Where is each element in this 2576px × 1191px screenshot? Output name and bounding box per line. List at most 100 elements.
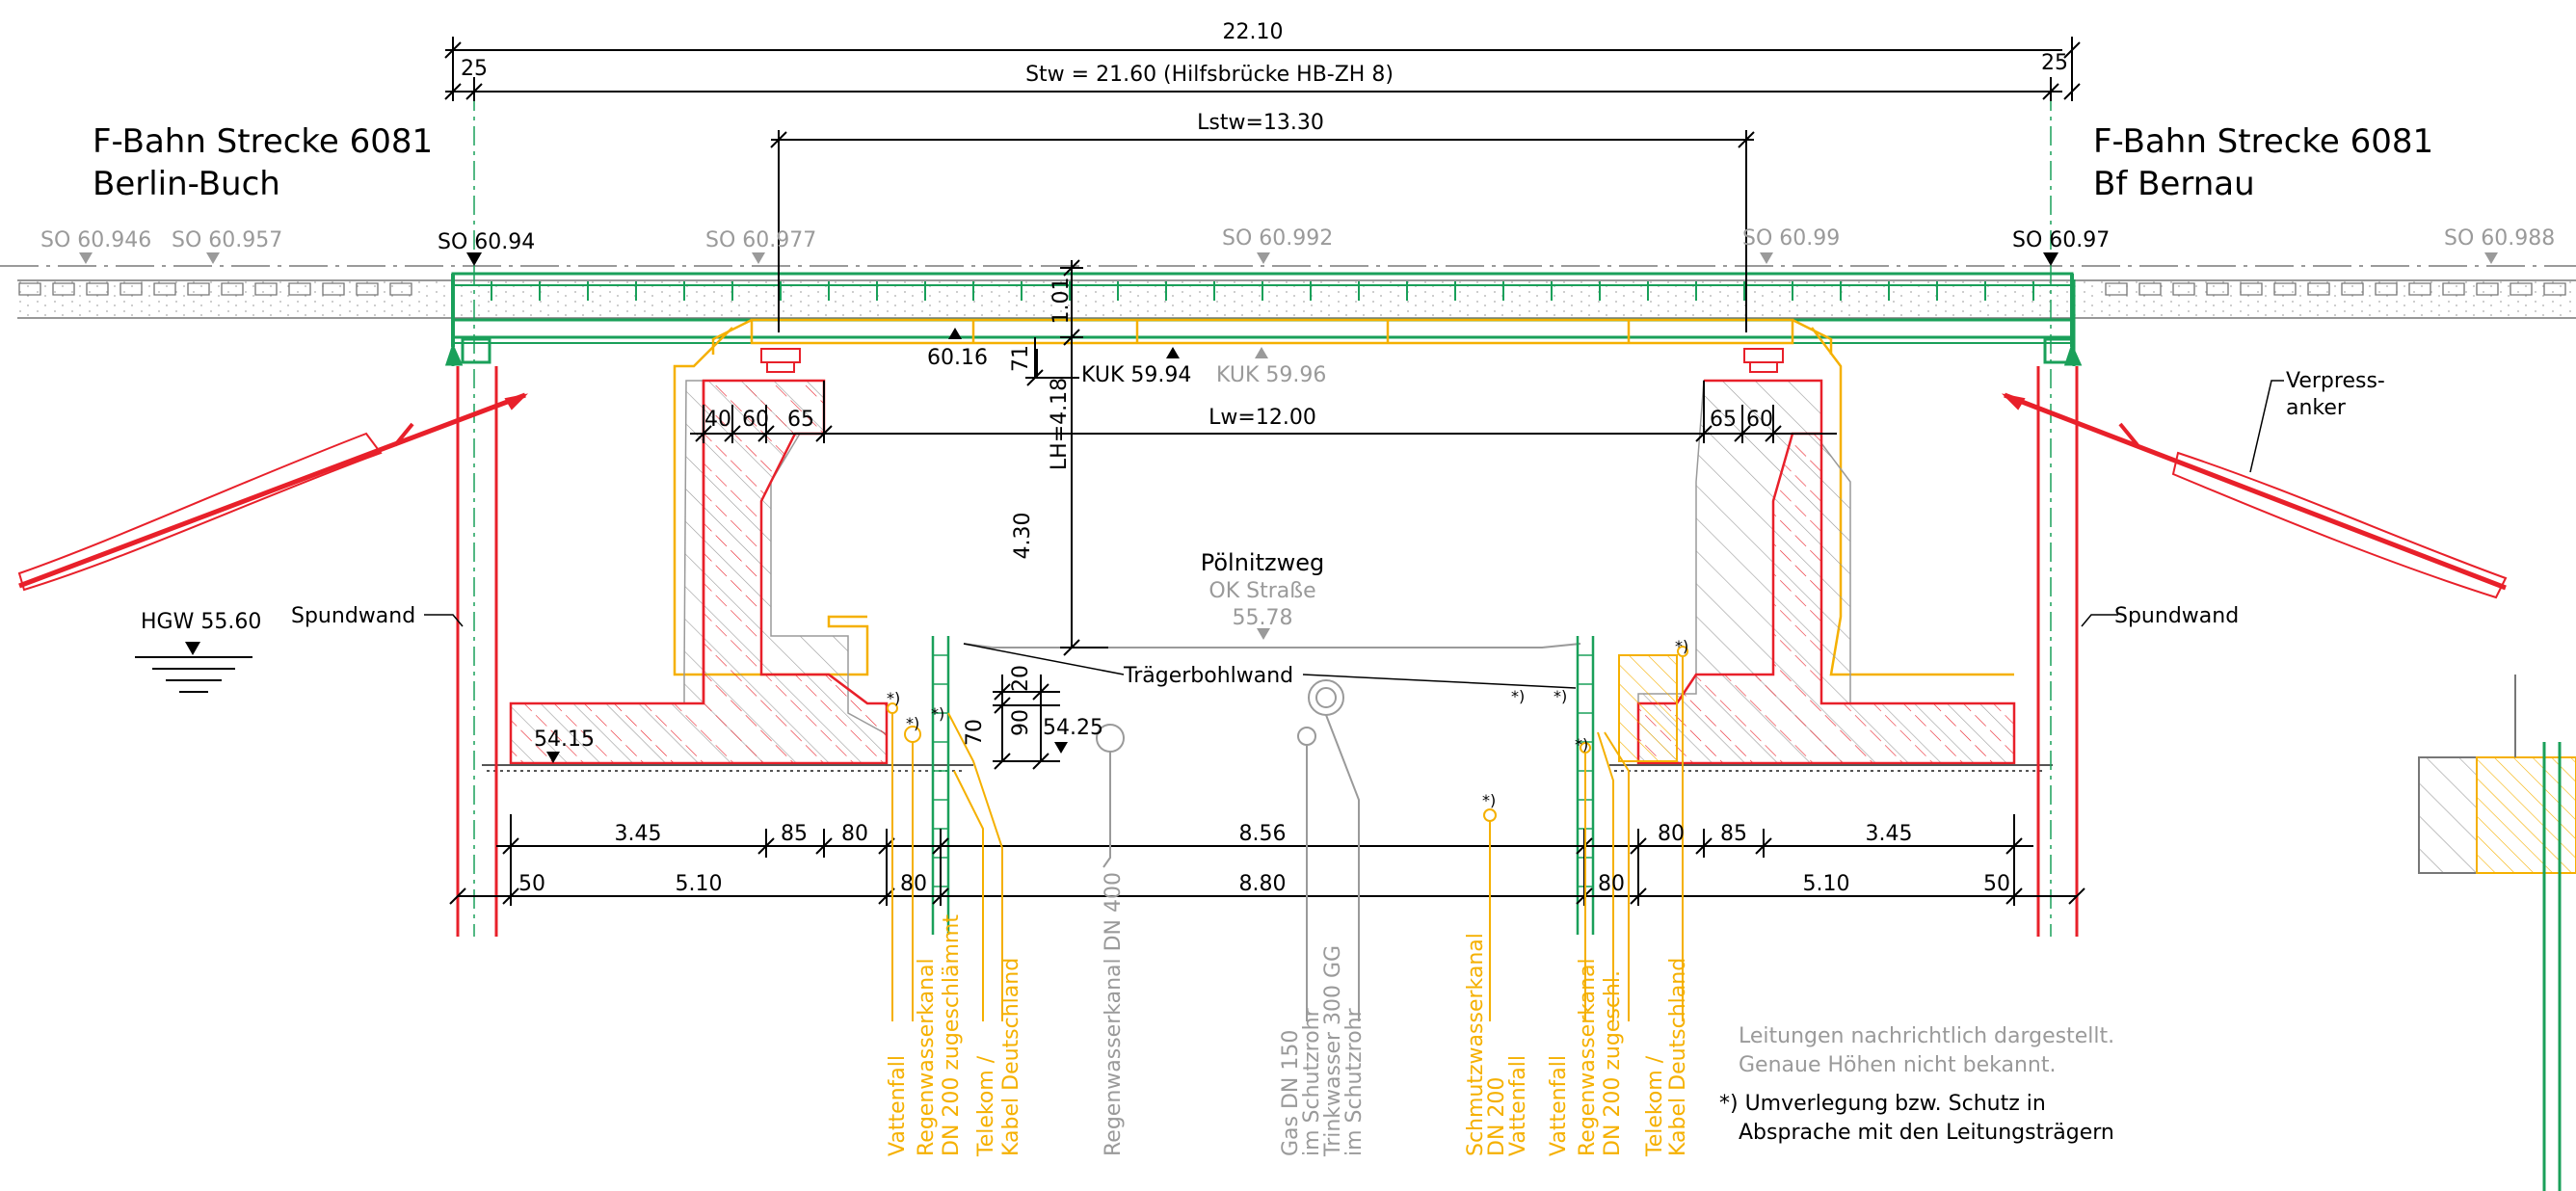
level-markers [79,252,2498,763]
dim-mid-856: 8.56 [1239,822,1287,846]
so-60946: SO 60.946 [40,228,151,252]
traegerbohlwand-label: Trägerbohlwand [1123,664,1293,688]
note-4: Absprache mit den Leitungsträgern [1739,1121,2114,1145]
util-kabel-left: Kabel Deutschland [999,958,1023,1156]
so-60992: SO 60.992 [1222,226,1333,251]
dim-70: 70 [963,719,987,746]
right-ground-anchor [2001,392,2508,599]
left-station-line: F-Bahn Strecke 6081 [93,122,433,161]
note-1: Leitungen nachrichtlich dargestellt. [1739,1024,2114,1048]
util-schutzrohr-1: im Schutzrohr [1300,1007,1324,1156]
leader-lines [424,380,2284,689]
dim-l-85: 85 [781,822,808,846]
dim-71: 71 [1009,345,1033,372]
dim-20: 20 [1009,665,1033,692]
road-name: Pölnitzweg [1201,549,1324,576]
so-6094: SO 60.94 [438,230,535,254]
utility-labels: Vattenfall Regenwasserkanal DN 200 zuges… [886,872,1690,1157]
dim-r-50: 50 [1983,872,2010,896]
dim-r-510: 5.10 [1803,872,1850,896]
so-6097: SO 60.97 [2012,228,2110,252]
dim-right-60: 60 [1746,408,1773,432]
dim-stw: Stᴡ = 21.60 (Hilfsbrücke HB-ZH 8) [1025,63,1394,87]
util-kabel-right: Kabel Deutschland [1666,958,1690,1156]
dim-overall: 22.10 [1223,20,1284,44]
dim-r-345: 3.45 [1866,822,1913,846]
left-station-name: Berlin-Buch [93,165,280,203]
star-note-8: *) [1482,791,1496,809]
bearings [760,348,1784,373]
right-edge-detail [2418,675,2576,1191]
star-note-3: *) [931,704,944,723]
dim-r-80: 80 [1658,822,1685,846]
spundwand-left-label: Spundwand [291,604,415,628]
dim-l-510: 5.10 [676,872,723,896]
dimension-texts: 22.10 25 25 Stᴡ = 21.60 (Hilfsbrücke HB-… [461,20,2068,896]
wall-axes [473,92,2052,937]
level-5415: 54.15 [534,728,595,752]
dim-left-65: 65 [787,408,814,432]
dim-right-25: 25 [2041,51,2068,75]
util-regenwasser-right: Regenwasserkanal [1576,958,1600,1156]
so-6099: SO 60.99 [1742,226,1840,251]
dim-lh: LH=4.18 [1048,378,1072,470]
note-3: *) Umverlegung bzw. Schutz in [1719,1092,2046,1116]
dim-90: 90 [1009,709,1033,736]
right-abutment [1618,379,2016,765]
right-station-line: F-Bahn Strecke 6081 [2093,122,2433,161]
star-note-4: *) [1511,687,1525,705]
lw-dimension [690,381,1837,443]
bridge-deck-orange [673,318,2014,676]
dim-left-25: 25 [461,57,488,81]
dim-right-65: 65 [1710,408,1737,432]
level-6016: 60.16 [927,346,988,370]
spundwand-right-label: Spundwand [2114,604,2239,628]
dim-l-80: 80 [841,822,868,846]
util-schutzrohr-2: im Schutzrohr [1342,1007,1367,1156]
green-wall-caps [451,279,2076,366]
util-vattenfall-right: Vattenfall [1547,1055,1571,1156]
road-surface [963,643,1581,648]
note-2: Genaue Höhen nicht bekannt. [1739,1053,2056,1077]
dim-left-60: 60 [742,408,769,432]
star-note-5: *) [1554,687,1567,705]
star-note-1: *) [887,689,900,707]
so-60988: SO 60.988 [2444,226,2555,251]
util-trinkwasser: Trinkwasser 300 GG [1321,945,1345,1157]
util-vattenfall-mid: Vattenfall [1506,1055,1530,1156]
util-telekom-left: Telekom / [974,1055,998,1157]
util-regenwasser-dn400: Regenwasserkanal DN 400 [1102,872,1126,1156]
dim-lstw: Lstw=13.30 [1197,111,1324,135]
util-telekom-right: Telekom / [1643,1055,1667,1157]
ground [482,764,2053,772]
level-5425: 54.25 [1043,716,1103,740]
road-level: 55.78 [1233,606,1293,630]
dim-l-50: 50 [518,872,545,896]
dim-l-345: 3.45 [615,822,662,846]
anchor-label-1: Verpress- [2286,369,2385,393]
star-note-6: *) [1575,735,1588,754]
util-dn200-left: DN 200 zugeschlämmt [940,914,964,1156]
top-dimension-lines [444,37,2081,332]
anchor-label-2: anker [2286,396,2347,420]
right-station-name: Bf Bernau [2093,165,2255,203]
dim-mid-880: 8.80 [1239,872,1287,896]
util-dn200-sw: DN 200 [1485,1077,1509,1156]
dim-r-85: 85 [1720,822,1747,846]
dim-r-80b: 80 [1598,872,1625,896]
util-vattenfall-left: Vattenfall [886,1055,910,1156]
sheet-pile-walls [456,366,2079,937]
hgw-label: HGW 55.60 [141,610,261,634]
star-note-2: *) [906,714,919,732]
dim-lw: Lw=12.00 [1208,406,1316,430]
vertical-dimensions [993,259,1108,770]
left-ground-anchor [17,392,529,592]
kuk-5994: KUK 59.94 [1081,363,1191,387]
dim-left-40: 40 [704,408,731,432]
util-regenwasser-left: Regenwasserkanal [915,958,939,1156]
dim-430: 4.30 [1011,513,1035,560]
util-dn200-right: DN 200 zugeschl. [1601,970,1625,1156]
util-schmutzwasser: Schmutzwasserkanal [1464,933,1488,1156]
utility-pipes [887,646,1688,1021]
